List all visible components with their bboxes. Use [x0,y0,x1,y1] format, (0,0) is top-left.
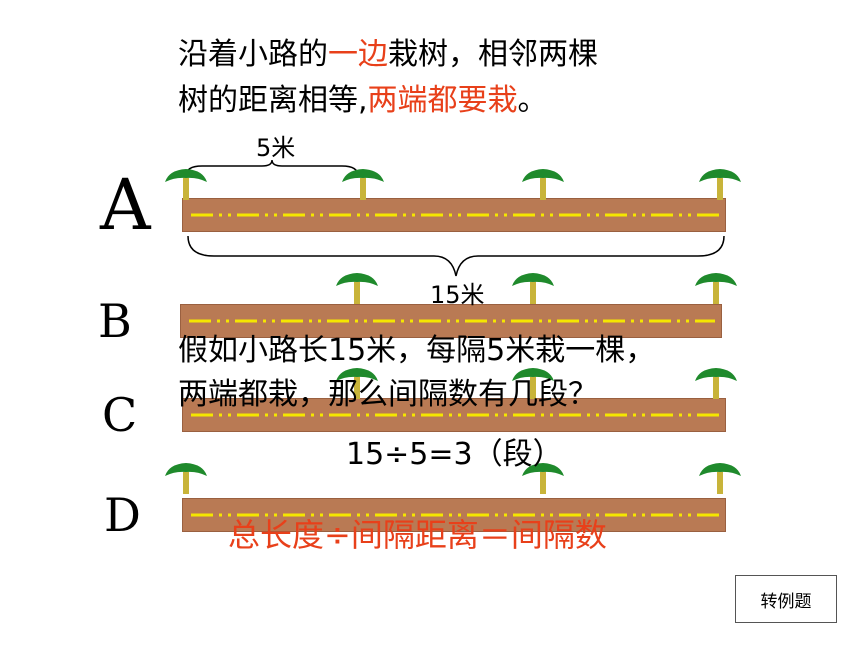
intro-highlight-both-ends: 两端都要栽 [367,83,518,118]
tree-icon [697,460,743,494]
road-c [182,398,726,432]
intro-line-2: 树的距离相等,两端都要栽。 [178,82,548,120]
calculation: 15÷5=3（段） [346,437,563,472]
formula: 总长度÷间隔距离＝间隔数 [228,516,607,554]
intro-text: 树的距离相等, [178,83,368,118]
tree-icon [693,270,739,304]
row-label-a: A [100,164,151,246]
tree-icon [520,460,566,494]
gap-brace [185,159,359,177]
row-label-b: B [98,294,132,348]
intro-line-1: 沿着小路的一边栽树，相邻两棵 [178,36,598,74]
question-line-2: 两端都栽，那么间隔数有几段？ [178,377,598,412]
row-label-d: D [104,488,141,542]
tree-icon [693,365,739,399]
intro-text: 栽树，相邻两棵 [388,37,598,72]
tree-icon [520,166,566,200]
intro-text: 沿着小路的 [178,37,328,72]
total-brace [187,235,725,277]
tree-icon [163,166,209,200]
road-b [180,304,722,338]
tree-icon [697,166,743,200]
intro-text: 。 [517,83,548,118]
tree-icon [334,270,380,304]
tree-icon [510,270,556,304]
row-label-c: C [102,388,138,442]
tree-icon [334,365,380,399]
go-to-example-button[interactable]: 转例题 [735,575,837,623]
tree-icon [510,365,556,399]
gap-label: 5米 [256,134,296,162]
tree-icon [340,166,386,200]
total-label: 15米 [430,281,485,309]
road-d [182,498,726,532]
tree-icon [163,460,209,494]
question-line-1: 假如小路长15米，每隔5米栽一棵， [178,333,656,368]
intro-highlight-one-side: 一边 [328,37,388,72]
road-a [182,198,726,232]
